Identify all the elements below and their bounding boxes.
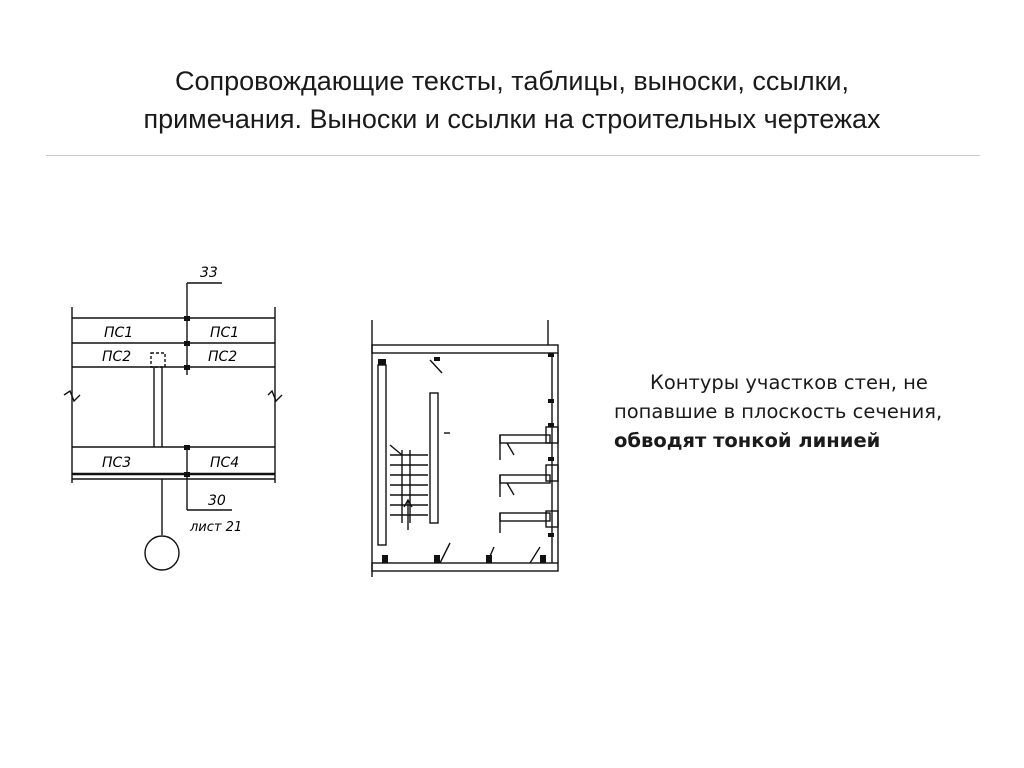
- panel-label-pc3: ПС3: [102, 455, 131, 471]
- callout-bottom-label: 30: [208, 493, 226, 509]
- panel-label-pc1-right: ПС1: [210, 325, 239, 341]
- body-text-bold: обводят тонкой линией: [614, 429, 881, 452]
- slide-title-line-1: Сопровождающие тексты, таблицы, выноски,…: [175, 66, 849, 96]
- panel-marking-drawing: 33 ПС1 ПС1 ПС2 ПС2 ПС3 ПС4 30 лист 21: [63, 265, 283, 571]
- panel-label-pc2-right: ПС2: [208, 349, 237, 365]
- callout-top-label: 33: [200, 265, 218, 281]
- body-text-normal: Контуры участков стен, не попавшие в пло…: [614, 371, 943, 423]
- slide-title: Сопровождающие тексты, таблицы, выноски,…: [40, 62, 984, 138]
- title-divider: [46, 155, 980, 156]
- panel-label-pc1-left: ПС1: [104, 325, 133, 341]
- panel-label-pc2-left: ПС2: [102, 349, 131, 365]
- stairwell-plan-drawing: [371, 320, 559, 577]
- slide-title-line-2: примечания. Выноски и ссылки на строител…: [143, 104, 881, 134]
- panel-label-pc4: ПС4: [210, 455, 239, 471]
- reference-circle: [144, 535, 180, 571]
- body-paragraph: Контуры участков стен, не попавшие в пло…: [614, 368, 994, 455]
- sheet-reference-label: лист 21: [189, 520, 242, 535]
